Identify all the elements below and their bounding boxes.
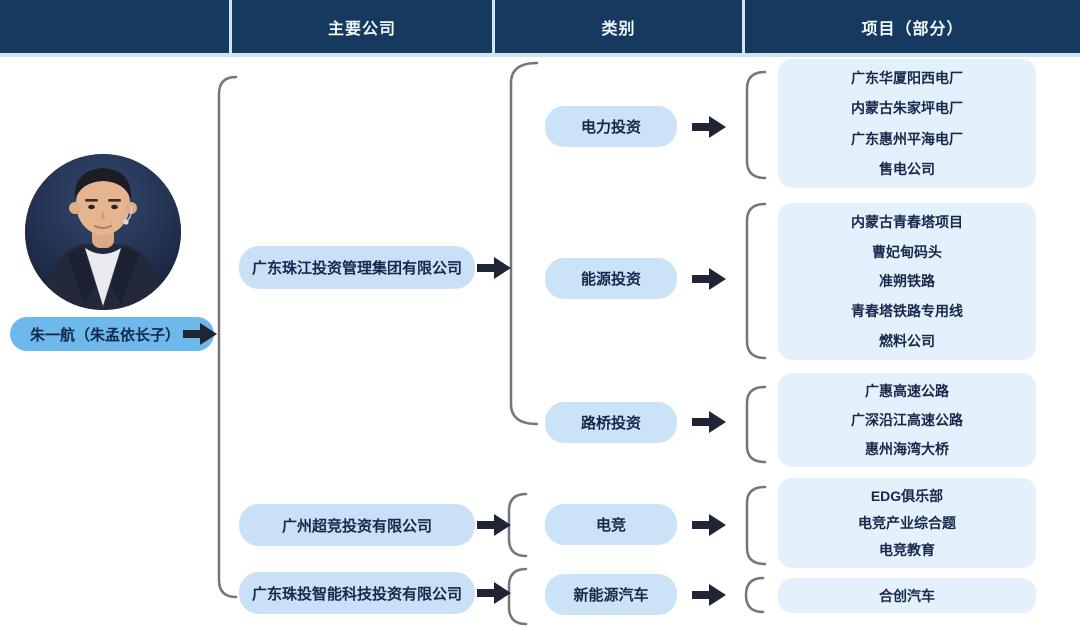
arrow-right-icon: [477, 514, 511, 536]
arrow-right-icon: [692, 411, 726, 433]
project-group-power: 广东华厦阳西电厂 内蒙古朱家坪电厂 广东惠州平海电厂 售电公司: [778, 59, 1036, 188]
header-cell-projects: 项目（部分）: [745, 0, 1080, 53]
company-box-zhutou-smart-tech: 广东珠投智能科技投资有限公司: [239, 572, 475, 614]
category-box-esports: 电竞: [545, 504, 677, 545]
category-box-power-investment: 电力投资: [545, 106, 677, 147]
project-item: 青春塔铁路专用线: [851, 303, 963, 320]
project-item: EDG俱乐部: [870, 487, 944, 504]
bracket-category-nev: [507, 567, 528, 626]
person-photo: [25, 154, 181, 310]
arrow-right-icon: [477, 257, 511, 279]
project-group-energy: 内蒙古青春塔项目 曹妃甸码头 准朔铁路 青春塔铁路专用线 燃料公司: [778, 203, 1036, 360]
arrow-right-icon: [692, 268, 726, 290]
project-item: 电竞产业综合题: [858, 514, 956, 531]
project-item: 广东华厦阳西电厂: [851, 70, 963, 87]
project-item: 曹妃甸码头: [872, 243, 942, 260]
header-cell-spacer: [0, 0, 229, 53]
bracket-group-energy: [745, 202, 767, 360]
arrow-right-icon: [692, 116, 726, 138]
company-box-chaojing-investment: 广州超竞投资有限公司: [239, 504, 475, 546]
bracket-category-esports: [507, 492, 528, 558]
project-item: 合创汽车: [879, 587, 935, 604]
project-item: 售电公司: [879, 160, 935, 177]
arrow-right-icon: [692, 584, 726, 606]
project-item: 内蒙古青春塔项目: [851, 213, 963, 230]
project-item: 惠州海湾大桥: [865, 440, 949, 457]
arrow-right-icon: [692, 514, 726, 536]
category-box-new-energy-vehicle: 新能源汽车: [545, 574, 677, 615]
project-group-roads: 广惠高速公路 广深沿江高速公路 惠州海湾大桥: [778, 373, 1036, 467]
category-box-road-bridge-investment: 路桥投资: [545, 402, 677, 443]
bracket-group-nev: [744, 576, 765, 614]
project-item: 电竞教育: [879, 542, 935, 559]
header-row: 主要公司 类别 项目（部分）: [0, 0, 1080, 57]
bracket-group-roads: [745, 385, 767, 464]
project-item: 准朔铁路: [879, 273, 935, 290]
project-item: 广东惠州平海电厂: [851, 130, 963, 147]
project-item: 广惠高速公路: [865, 383, 949, 400]
category-box-energy-investment: 能源投资: [545, 258, 677, 299]
company-box-zhujiang-investment: 广东珠江投资管理集团有限公司: [239, 246, 475, 289]
header-cell-main-companies: 主要公司: [232, 0, 492, 53]
bracket-group-power: [745, 70, 767, 180]
arrow-right-icon: [477, 582, 511, 604]
project-item: 燃料公司: [879, 333, 935, 350]
bracket-categories: [509, 61, 539, 426]
project-item: 广深沿江高速公路: [851, 411, 963, 428]
bracket-companies: [217, 75, 238, 599]
project-group-esports: EDG俱乐部 电竞产业综合题 电竞教育: [778, 478, 1036, 568]
project-item: 内蒙古朱家坪电厂: [851, 100, 963, 117]
project-group-nev: 合创汽车: [778, 578, 1036, 613]
bracket-group-esports: [745, 485, 767, 566]
person-portrait-illustration: [25, 154, 181, 310]
header-cell-category: 类别: [495, 0, 742, 53]
person-name-label: 朱一航（朱孟依长子）: [10, 317, 214, 351]
arrow-right-icon: [183, 323, 217, 345]
